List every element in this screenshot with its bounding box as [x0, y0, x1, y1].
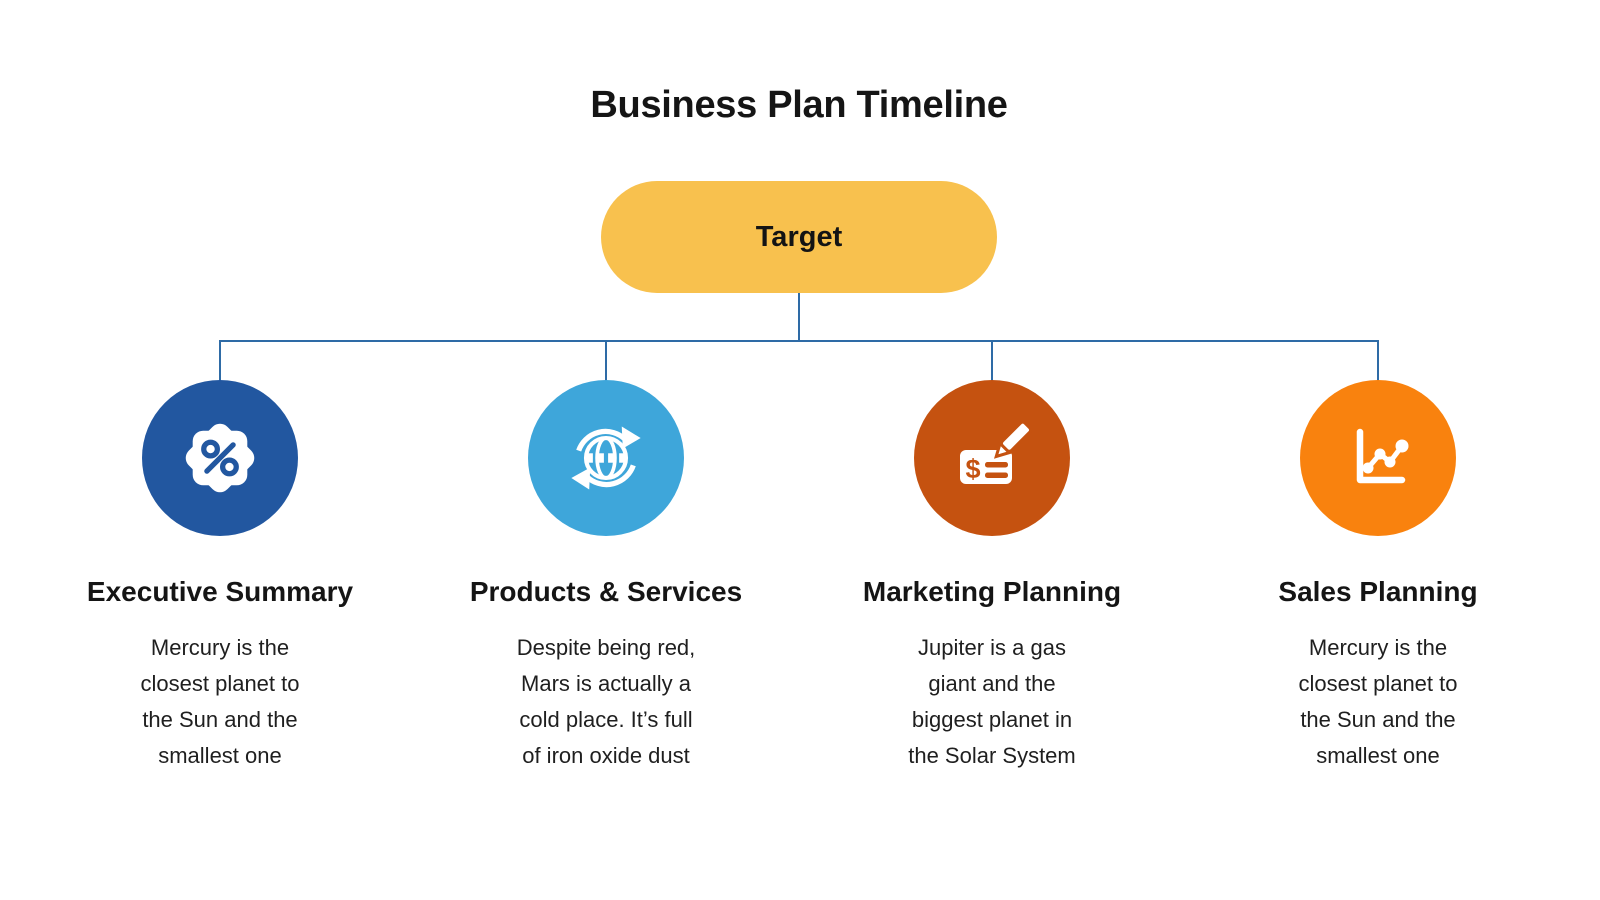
branch-title: Sales Planning: [1278, 576, 1478, 607]
target-node[interactable]: Target: [601, 181, 997, 293]
executive-summary-node[interactable]: [142, 380, 298, 536]
branch-marketing-planning: $ Marketing Planning Jupiter is a gas gi…: [852, 380, 1132, 774]
connector-stub-1: [219, 341, 221, 382]
branch-description: Mercury is the closest planet to the Sun…: [1298, 635, 1458, 768]
globe-sync-icon: [571, 426, 641, 490]
connector-horizontal: [219, 340, 1379, 342]
target-node-label: Target: [755, 220, 843, 253]
connector-stub-4: [1377, 341, 1379, 382]
branch-sales-planning: Sales Planning Mercury is the closest pl…: [1238, 380, 1518, 774]
marketing-planning-node[interactable]: $: [914, 380, 1070, 536]
line-chart-icon: [1356, 428, 1409, 484]
page-title: Business Plan Timeline: [590, 84, 1008, 126]
branch-description: Despite being red, Mars is actually a co…: [516, 635, 696, 768]
branch-description: Mercury is the closest planet to the Sun…: [140, 635, 300, 768]
branch-title: Marketing Planning: [862, 576, 1122, 607]
branch-description: Jupiter is a gas giant and the biggest p…: [908, 635, 1076, 768]
branch-executive-summary: Executive Summary Mercury is the closest…: [80, 380, 360, 774]
check-pen-icon: $: [960, 420, 1032, 484]
svg-text:$: $: [965, 454, 980, 484]
branch-title: Products & Services: [469, 576, 743, 607]
products-services-node[interactable]: [528, 380, 684, 536]
branch-title: Executive Summary: [86, 576, 354, 607]
discount-badge-icon: [185, 423, 255, 493]
sales-planning-node[interactable]: [1300, 380, 1456, 536]
connector-stub-3: [991, 341, 993, 382]
connector-stub-2: [605, 341, 607, 382]
branch-products-services: Products & Services Despite being red, M…: [466, 380, 746, 774]
connector-root-stub: [798, 293, 800, 341]
